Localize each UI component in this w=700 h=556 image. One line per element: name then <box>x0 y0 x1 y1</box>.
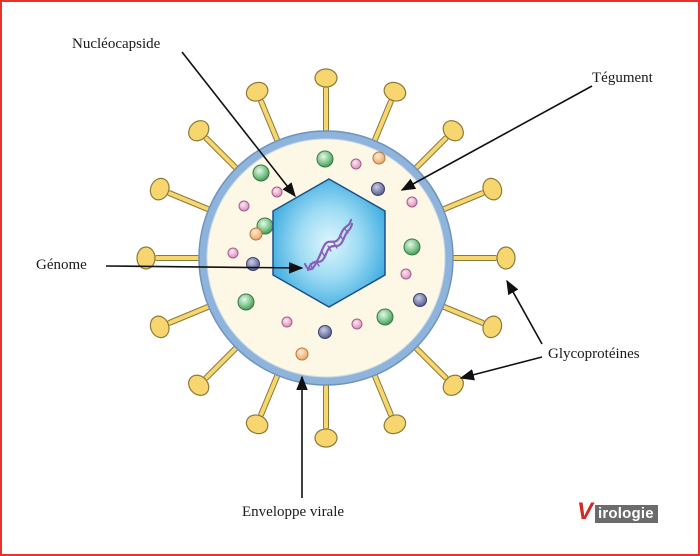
label-tegument: Tégument <box>592 70 653 86</box>
tegument-protein-pink <box>238 200 250 212</box>
glycoprotein-head <box>149 177 170 201</box>
glycoprotein-stalk-fill <box>259 99 283 150</box>
label-genome: Génome <box>36 257 87 273</box>
glycoprotein-stalk-fill <box>259 366 283 417</box>
glycoprotein-head <box>482 177 503 201</box>
glycoprotein-head <box>314 428 338 448</box>
tegument-protein-orange <box>372 151 386 165</box>
tegument-protein-orange <box>249 227 263 241</box>
tegument-proteins <box>227 150 427 361</box>
label-nucleocapside: Nucléocapside <box>72 36 161 52</box>
logo-mark: V <box>577 498 594 525</box>
tegument-protein-green <box>252 164 270 182</box>
arrow-nucleocapside <box>181 51 296 198</box>
logo-text: irologie <box>595 505 658 523</box>
tegument-protein-green <box>403 238 421 256</box>
glycoprotein-head <box>136 246 156 270</box>
dna-genome <box>303 218 354 272</box>
tegument-protein-pink <box>406 196 418 208</box>
arrow-tegument <box>400 85 593 191</box>
virologie-logo: V irologie <box>577 499 677 525</box>
tegument-protein-slate <box>371 182 385 196</box>
glycoprotein-head <box>482 315 503 339</box>
glycoprotein-spikes <box>136 68 516 448</box>
glycoprotein-head <box>245 414 269 435</box>
tegument-protein-green <box>376 308 394 326</box>
tegument-protein-pink <box>351 318 363 330</box>
glycoprotein-stalk-fill <box>204 136 244 176</box>
nucleocapsid-hexagon <box>272 178 386 308</box>
glycoprotein-stalk-fill <box>369 99 393 150</box>
glycoprotein-head <box>442 120 464 142</box>
glycoprotein-head <box>383 414 407 435</box>
glycoprotein-head <box>314 68 338 88</box>
label-arrows <box>105 51 593 498</box>
tegument-protein-pink <box>271 186 283 198</box>
tegument-protein-orange <box>295 347 309 361</box>
glycoprotein-head <box>149 315 170 339</box>
glycoprotein-head <box>496 246 516 270</box>
tegument-protein-pink <box>350 158 362 170</box>
glycoprotein-head <box>188 120 210 142</box>
glycoprotein-head <box>383 81 407 102</box>
tegument-protein-pink <box>400 268 412 280</box>
glycoprotein-stalk-fill <box>369 366 393 417</box>
tegument-protein-pink <box>281 316 293 328</box>
glycoprotein-stalk-fill <box>434 191 485 215</box>
tegument-protein-slate <box>246 257 260 271</box>
label-glycoproteines: Glycoprotéines <box>548 346 640 362</box>
arrow-genome <box>105 262 304 274</box>
glycoprotein-stalk-fill <box>204 340 244 380</box>
glycoprotein-head <box>245 81 269 102</box>
label-enveloppe-virale: Enveloppe virale <box>242 504 345 520</box>
glycoprotein-stalk-fill <box>408 136 448 176</box>
tegument-protein-green <box>237 293 255 311</box>
tegument-protein-green <box>316 150 334 168</box>
glycoprotein-stalk-fill <box>167 191 218 215</box>
glycoprotein-stalk-fill <box>434 301 485 325</box>
arrow-glyco-upper <box>506 279 543 345</box>
tegument-protein-slate <box>318 325 332 339</box>
glycoprotein-stalk-fill <box>408 340 448 380</box>
glycoprotein-stalk-fill <box>167 301 218 325</box>
tegument-protein-pink <box>227 247 239 259</box>
glycoprotein-head <box>188 374 210 396</box>
arrow-glyco-lower <box>459 356 543 381</box>
tegument-protein-slate <box>413 293 427 307</box>
